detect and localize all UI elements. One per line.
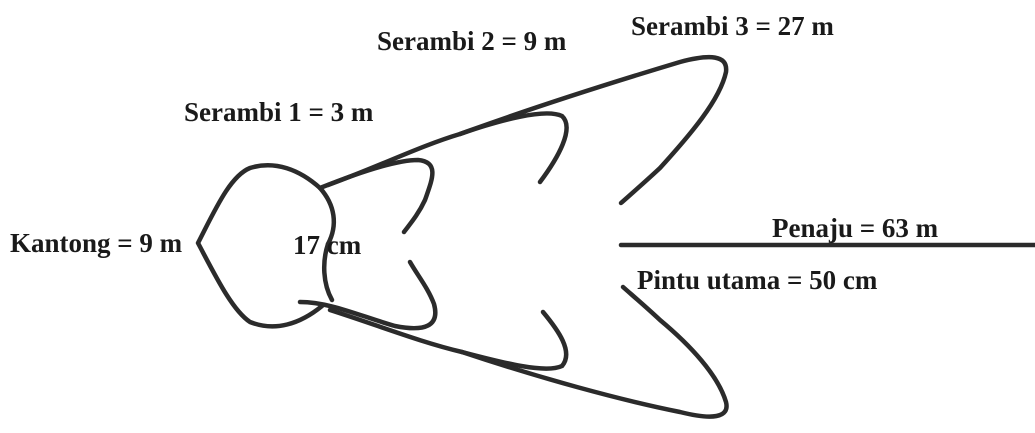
serambi-1-inner-lower — [322, 241, 335, 303]
serambi-2-upper — [325, 111, 569, 188]
serambi-3-lower — [459, 284, 729, 419]
serambi-3-upper — [457, 55, 729, 206]
serambi-1-upper — [317, 157, 435, 235]
serambi-1-inner-upper — [317, 185, 336, 247]
label-serambi-2: Serambi 2 = 9 m — [377, 26, 567, 56]
label-pintu-utama: Pintu utama = 50 cm — [637, 265, 878, 295]
label-serambi-3: Serambi 3 = 27 m — [631, 11, 834, 41]
serambi-1-lower — [297, 259, 438, 331]
label-mouth-width: 17 cm — [293, 230, 362, 260]
label-penaju: Penaju = 63 m — [772, 213, 939, 243]
kantong-outline — [195, 162, 325, 329]
label-kantong: Kantong = 9 m — [10, 228, 183, 258]
label-serambi-1: Serambi 1 = 3 m — [184, 97, 374, 127]
serambi-2-lower — [327, 307, 569, 371]
